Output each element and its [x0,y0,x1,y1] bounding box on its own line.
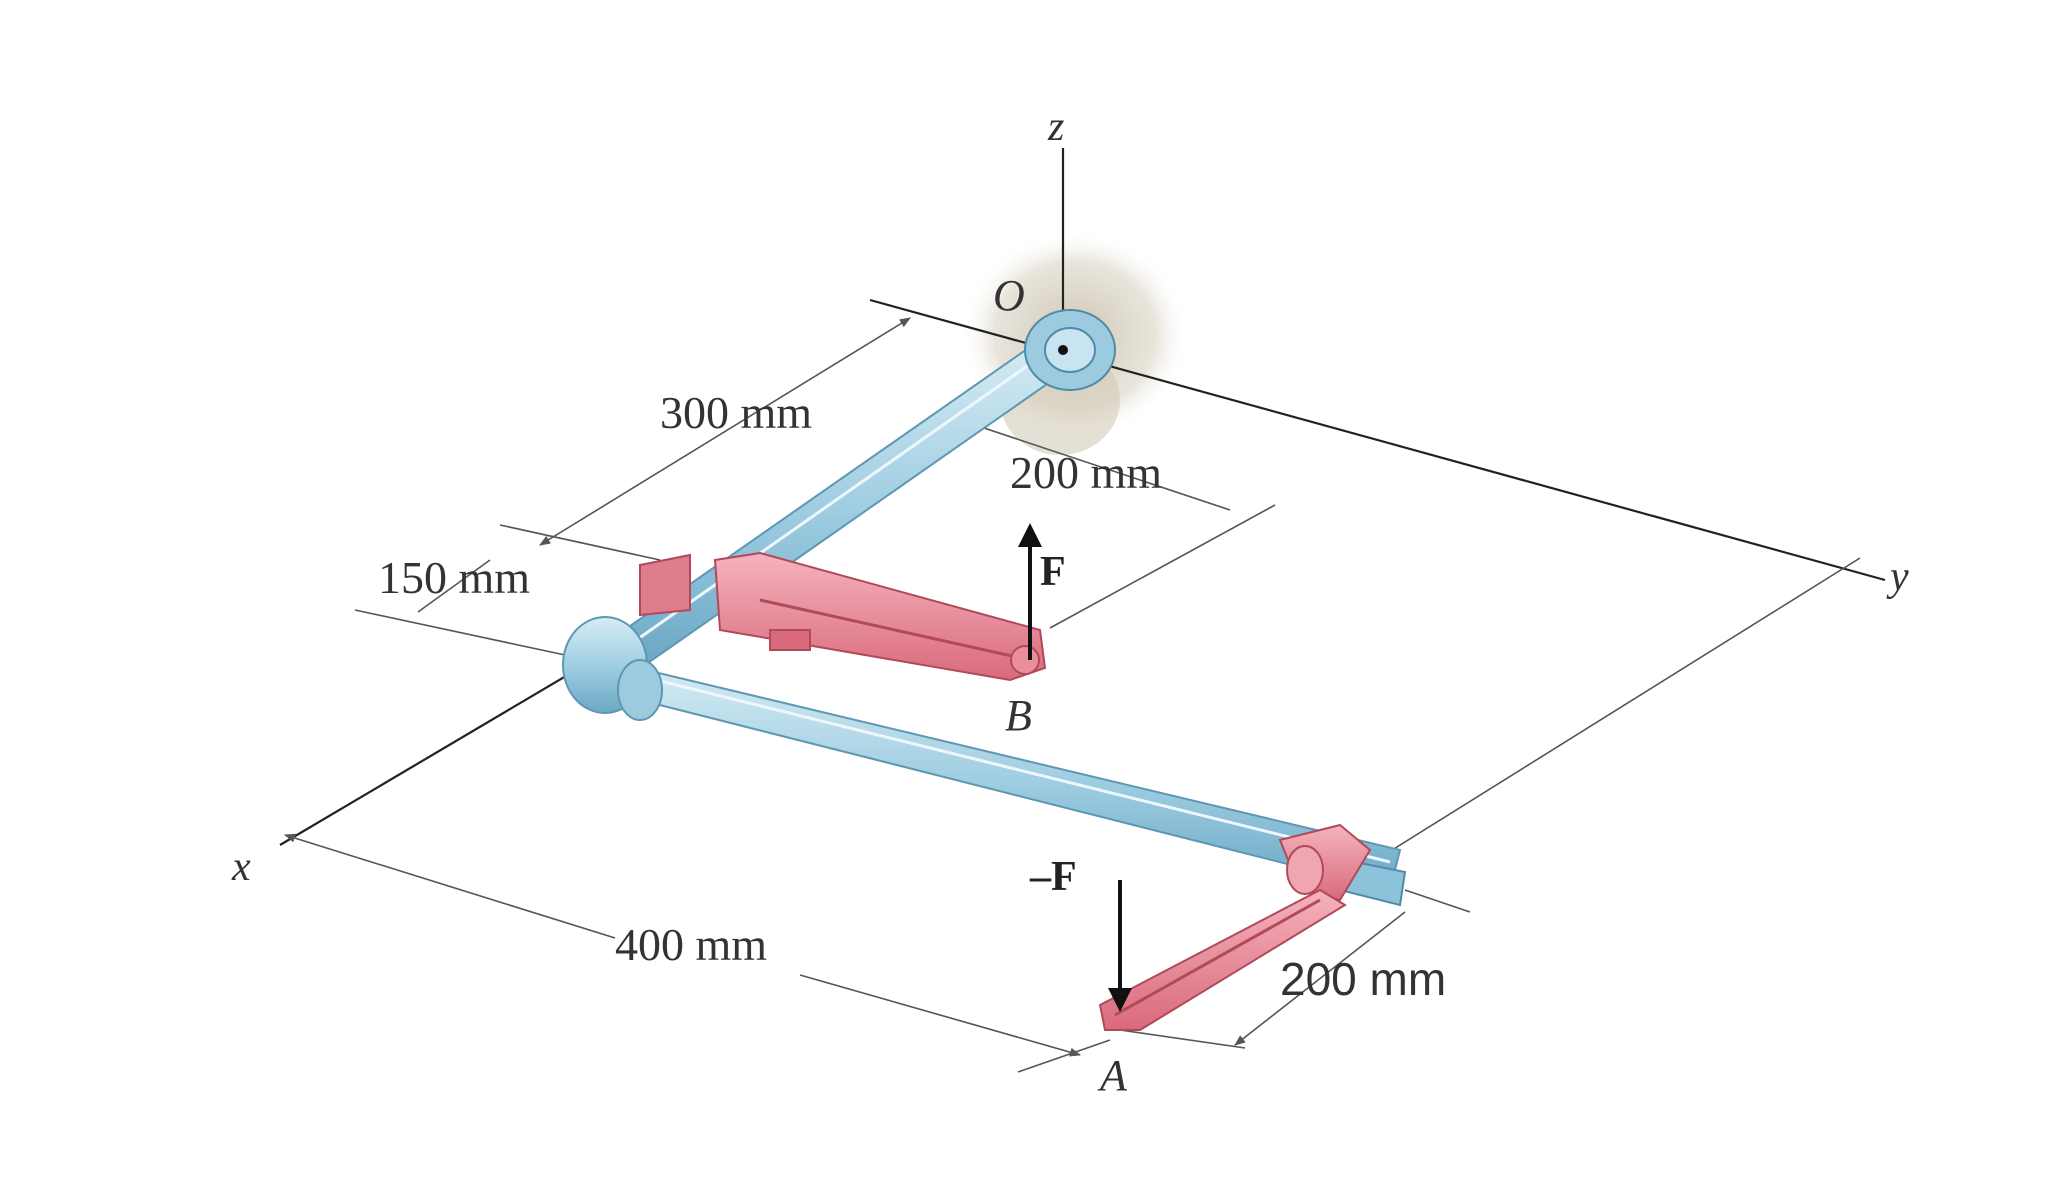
z-axis-label: z [1047,104,1064,150]
x-axis [279,649,611,846]
pipe-elbow [562,616,663,721]
point-O-label: O [993,271,1025,320]
upper-wrench [639,551,1047,682]
dimension-200mm-upper-label: 200 mm [1010,447,1162,498]
force-neg-F-label: –F [1029,854,1077,900]
dimension-150mm-label: 150 mm [378,552,530,603]
dimension-lines [283,317,1861,1073]
point-A-label: A [1097,1051,1128,1100]
lower-wrench [1098,823,1372,1031]
dimension-200mm-lower-label: 200 mm [1280,953,1446,1005]
force-F-label: F [1040,549,1066,595]
x-axis-label: x [231,844,251,890]
y-axis-label: y [1886,554,1909,600]
point-B-label: B [1005,691,1032,740]
wall-flange [1024,309,1116,391]
dimension-300mm-label: 300 mm [660,387,812,438]
dimension-400mm-label: 400 mm [615,919,767,970]
